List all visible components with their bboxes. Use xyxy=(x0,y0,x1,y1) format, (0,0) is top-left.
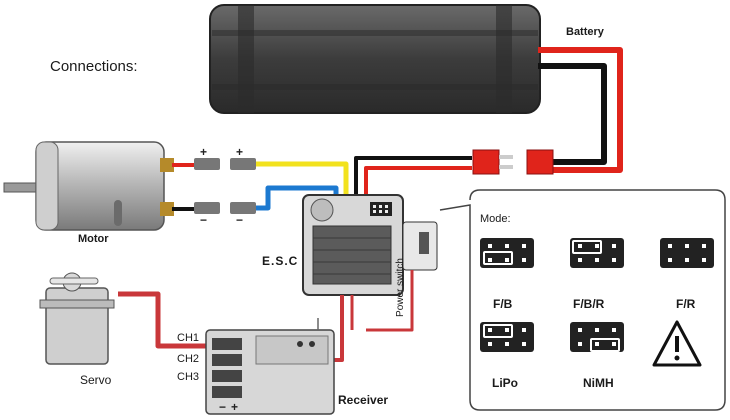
receiver-minus-mark: − xyxy=(219,400,227,414)
esc xyxy=(302,194,438,296)
mode-fb-label: F/B xyxy=(493,297,513,311)
warning-triangle-icon xyxy=(652,320,702,367)
power-switch-label: Power switch xyxy=(394,258,406,317)
motor-label: Motor xyxy=(78,233,109,245)
receiver xyxy=(205,318,335,415)
servo-label: Servo xyxy=(80,373,112,387)
mode-heading: Mode: xyxy=(480,213,511,225)
connector-plus-mark: + xyxy=(236,145,244,159)
receiver-channel-2: CH2 xyxy=(177,353,200,365)
battery-type-lipo-label: LiPo xyxy=(492,376,518,390)
receiver-channel-3: CH3 xyxy=(177,371,200,383)
battery-type-nimh-label: NiMH xyxy=(583,376,614,390)
battery-connector xyxy=(472,149,554,175)
motor xyxy=(3,141,174,231)
receiver-label: Receiver xyxy=(338,393,389,407)
motor-minus-mark: − xyxy=(200,213,208,227)
battery-label: Battery xyxy=(566,26,604,38)
diagram-title: Connections: xyxy=(50,58,138,75)
motor-plus-mark: + xyxy=(200,145,208,159)
battery xyxy=(209,4,541,114)
mode-panel xyxy=(439,189,726,411)
connector-minus-mark: − xyxy=(236,213,244,227)
mode-fbr-label: F/B/R xyxy=(573,297,605,311)
receiver-plus-mark: + xyxy=(231,400,239,414)
mode-fr-label: F/R xyxy=(676,297,696,311)
receiver-channel-1: CH1 xyxy=(177,332,200,344)
servo xyxy=(39,272,115,365)
esc-label: E.S.C xyxy=(262,254,299,268)
